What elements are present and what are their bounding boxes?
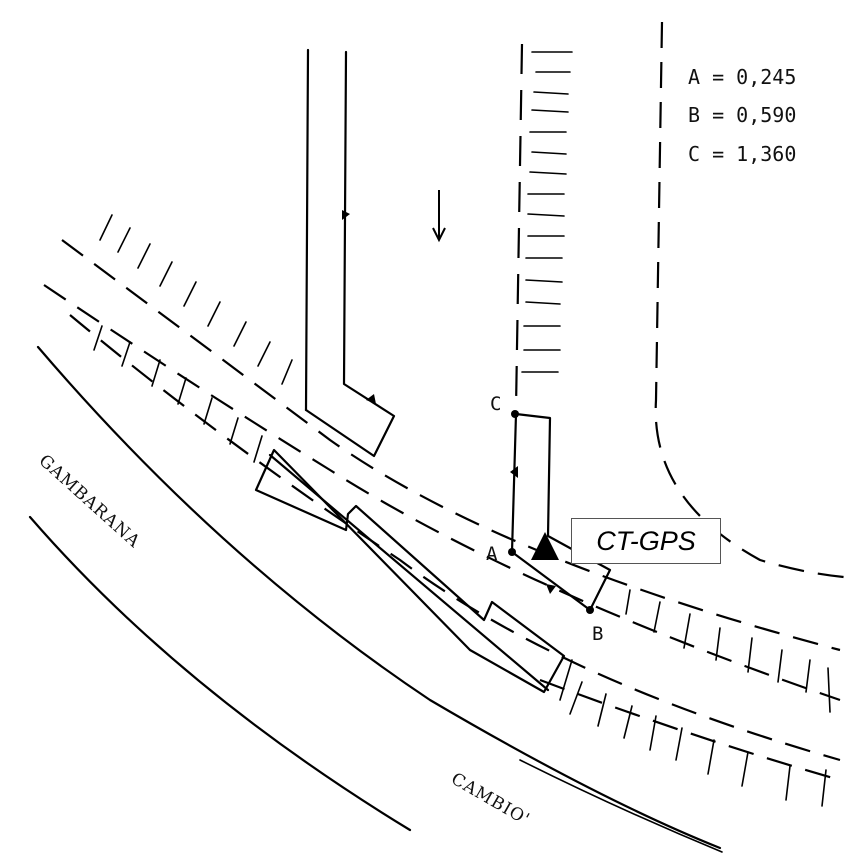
structure-marker-2 <box>546 584 556 594</box>
point-b-marker <box>586 606 594 614</box>
small-marker-2 <box>366 394 376 404</box>
dashed-curve-right <box>654 21 857 580</box>
road-edge-outer <box>36 345 722 850</box>
ct-gps-label: CT-GPS <box>571 518 721 564</box>
dashed-lane-4 <box>539 678 841 782</box>
dashed-lane-3 <box>69 314 841 762</box>
point-a-label: A <box>486 543 498 565</box>
dashed-lane-2 <box>43 284 841 702</box>
down-arrow-icon <box>432 190 446 243</box>
parking-ticks-upper <box>99 214 293 385</box>
structure-marker-1 <box>510 466 518 478</box>
road-edge-curb <box>519 759 723 853</box>
legend-b: B = 0,590 <box>688 103 796 127</box>
legend-a: A = 0,245 <box>688 65 796 89</box>
long-building <box>254 448 566 694</box>
building-inner-edge <box>268 453 550 692</box>
point-b-label: B <box>592 623 603 645</box>
point-a-marker <box>508 548 516 556</box>
dashed-lane-1 <box>61 239 841 652</box>
point-c-label: C <box>490 393 501 415</box>
parking-column-right <box>514 43 573 409</box>
street-cambio: CAMBIO' <box>448 769 534 830</box>
point-c-marker <box>511 410 519 418</box>
parking-ticks-right <box>625 589 831 713</box>
street-gambarana: GAMBARANA <box>35 451 144 552</box>
measured-structure <box>510 412 612 612</box>
vertical-road-left <box>304 48 310 412</box>
parking-ticks-lower <box>559 659 827 807</box>
parking-ticks-middle <box>93 325 263 463</box>
vertical-road-right <box>304 50 396 458</box>
filled-triangle-icon <box>531 532 559 560</box>
road-edge-inner <box>28 515 412 832</box>
legend-c: C = 1,360 <box>688 142 796 166</box>
small-marker-1 <box>342 210 350 220</box>
